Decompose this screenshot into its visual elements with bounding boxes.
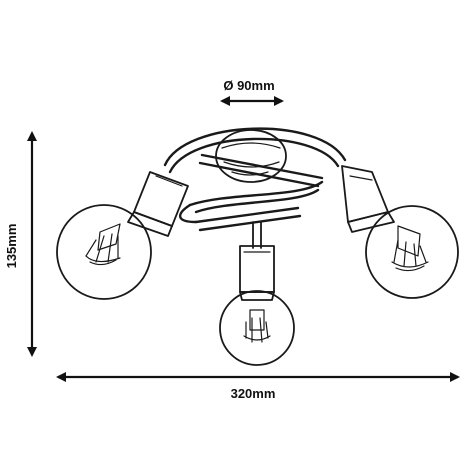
ceiling-canopy [215, 129, 287, 183]
center-socket [239, 221, 275, 301]
left-bulb [56, 204, 152, 300]
spiral-arm [163, 127, 347, 232]
center-bulb [219, 290, 295, 366]
left-socket [127, 171, 189, 237]
diameter-label: Ø 90mm [223, 78, 274, 93]
width-label: 320mm [231, 386, 276, 401]
height-dimension: 135mm [4, 131, 37, 357]
width-dimension: 320mm [56, 372, 460, 401]
right-socket [341, 165, 395, 233]
right-bulb [365, 205, 459, 299]
height-label: 135mm [4, 224, 19, 269]
diameter-dimension: Ø 90mm [220, 78, 284, 106]
